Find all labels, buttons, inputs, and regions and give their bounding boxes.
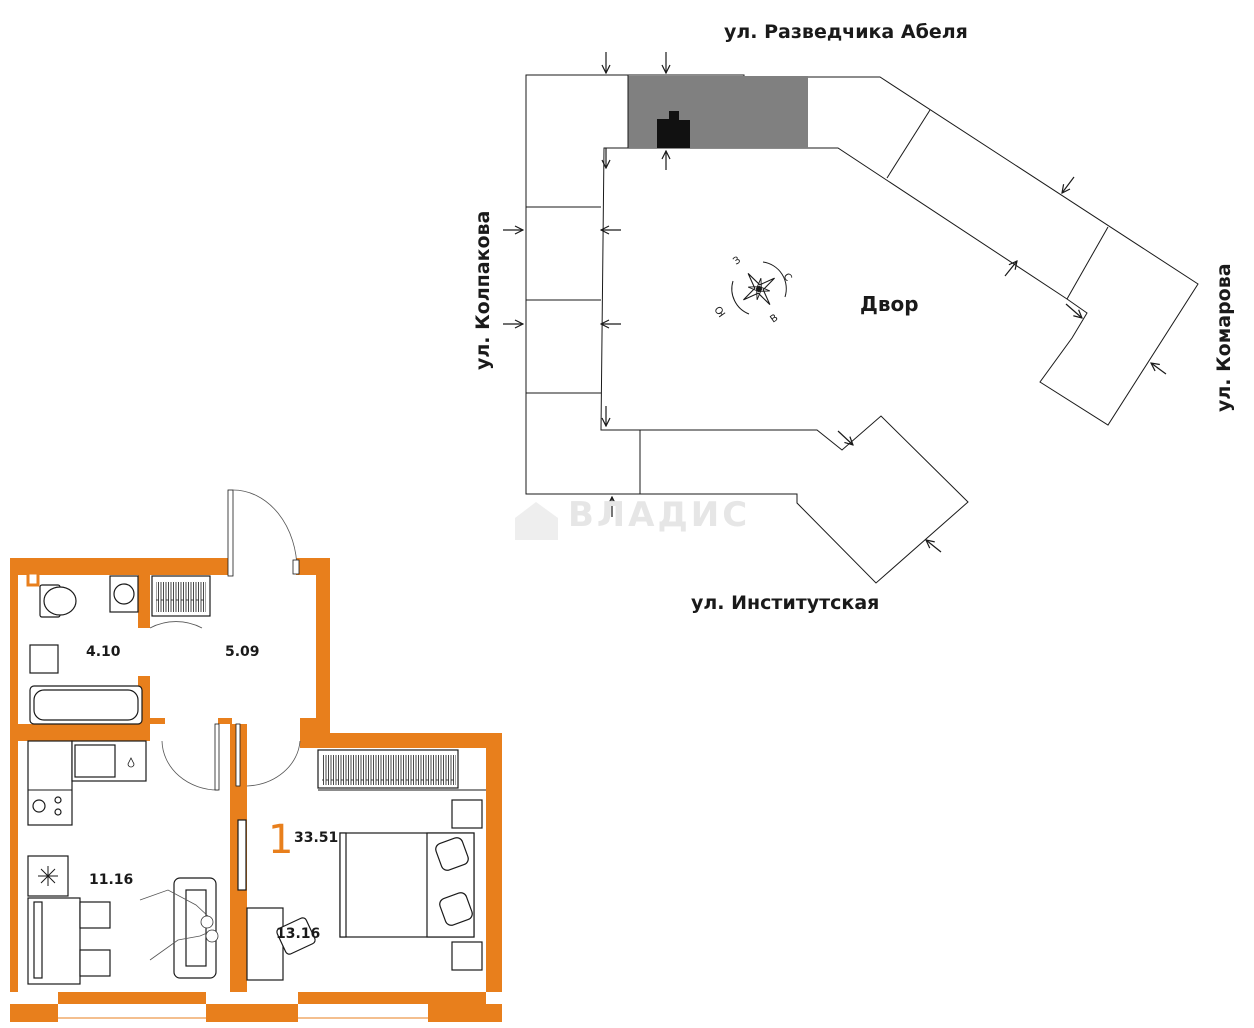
watermark-text: ВЛАДИС: [568, 495, 750, 535]
room-count: 1: [268, 817, 293, 863]
street-east-label: ул. Комарова: [1213, 263, 1235, 412]
tv-icon: [237, 819, 247, 891]
site-plan: С В Ю З Двор ул. Разведчика Абеля ул. Ко…: [472, 21, 1235, 614]
total-area: 33.51: [294, 830, 338, 846]
bathroom-fixtures: [29, 575, 211, 725]
compass-west: З: [731, 255, 743, 268]
entrance-arrows: [503, 52, 1167, 553]
desk-icon: [246, 907, 284, 981]
kitchen-fixtures: [27, 740, 219, 985]
kitchen-area: 11.16: [89, 872, 133, 888]
stove-icon: [32, 796, 62, 816]
bathroom-area: 4.10: [86, 644, 121, 660]
compass-east: В: [768, 312, 780, 325]
people-icon: [139, 889, 219, 961]
entrance-marker: [657, 111, 690, 148]
apartment-floor-plan: 1 33.51 4.10 5.09 11.16 13.16: [10, 489, 502, 1022]
watermark-logo: ВЛАДИС: [515, 495, 750, 540]
interior-doors: [149, 621, 301, 791]
bedroom-area: 13.16: [276, 926, 320, 942]
highlighted-section: [628, 76, 808, 148]
windows: [58, 994, 428, 1019]
compass-south: Ю: [713, 303, 728, 318]
sink-icon: [29, 644, 59, 674]
street-west-label: ул. Колпакова: [472, 211, 494, 370]
entry-door: [227, 489, 300, 577]
compass-north: С: [781, 271, 794, 283]
compass-icon: С В Ю З: [713, 255, 793, 326]
bedroom-fixtures: [237, 749, 486, 981]
yard-label: Двор: [860, 292, 919, 316]
hallway-area: 5.09: [225, 644, 260, 660]
street-north-label: ул. Разведчика Абеля: [724, 21, 968, 43]
street-south-label: ул. Институтская: [691, 592, 879, 614]
